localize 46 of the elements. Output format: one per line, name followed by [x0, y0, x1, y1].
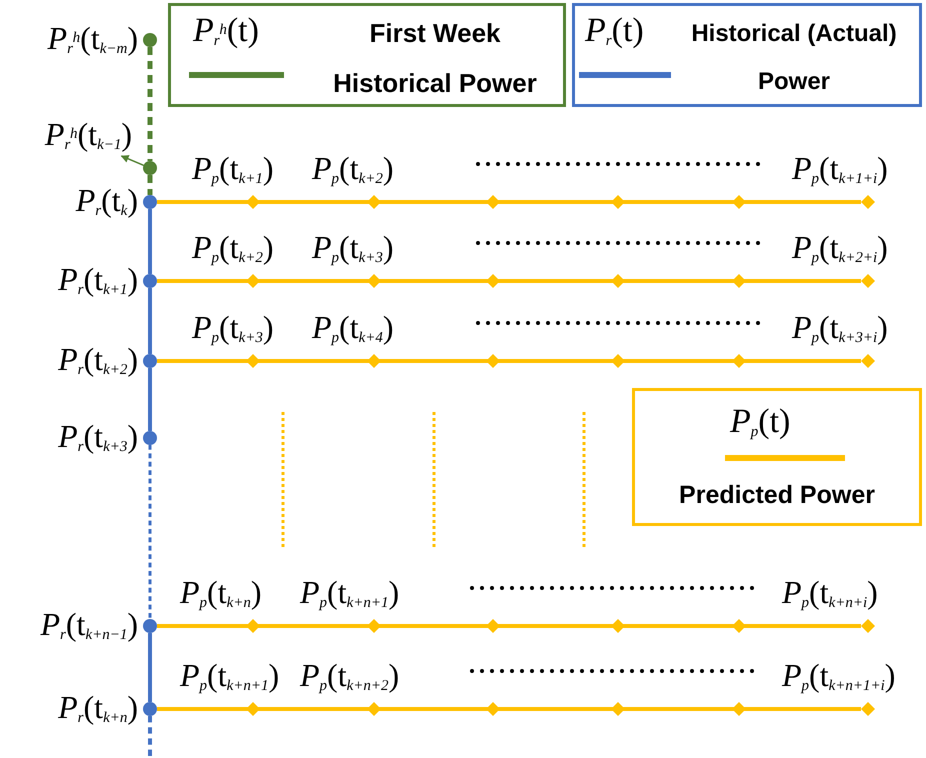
point-label: P$_{r}$(t$_{k+n}$): [58, 691, 138, 723]
timeline-line: [148, 175, 152, 195]
timeline-line: [148, 716, 152, 756]
legend-text: Predicted Power: [678, 480, 876, 511]
prediction-label: P$_{p}$(t$_{k+n+1+i}$): [782, 659, 896, 691]
legend-text: First Week Historical Power: [332, 17, 538, 100]
prediction-label: P$_{p}$(t$_{k+2}$): [192, 231, 274, 263]
formula-label: P$_{r}$(t): [585, 14, 644, 48]
timeline-line: [148, 47, 152, 161]
formula-label: P$_{r}$$^{h}$(t): [193, 14, 259, 48]
point-label: P$_{r}$$^{h}$(t$_{k−1}$): [44, 118, 132, 150]
timeline-line: [148, 209, 152, 274]
prediction-label: P$_{p}$(t$_{k+n+1}$): [300, 576, 400, 608]
point-label: P$_{r}$(t$_{k+2}$): [58, 343, 138, 375]
point-label: P$_{r}$(t$_{k+1}$): [58, 263, 138, 295]
prediction-label: P$_{p}$(t$_{k+3+i}$): [792, 311, 888, 343]
legend-box: [572, 3, 922, 107]
point-label: P$_{r}$$^{h}$(t$_{k−m}$): [48, 22, 138, 54]
prediction-line: [157, 359, 861, 363]
prediction-line: [157, 624, 861, 628]
point-label: P$_{r}$(t$_{k}$): [76, 184, 138, 216]
prediction-label: P$_{p}$(t$_{k+4}$): [312, 311, 394, 343]
point-label: P$_{r}$(t$_{k+n−1}$): [40, 608, 138, 640]
prediction-label: P$_{p}$(t$_{k+3}$): [312, 231, 394, 263]
prediction-label: P$_{p}$(t$_{k+2}$): [312, 152, 394, 184]
legend-box: [168, 3, 566, 107]
prediction-label: P$_{p}$(t$_{k+1}$): [192, 152, 274, 184]
prediction-label: P$_{p}$(t$_{k+n+2}$): [300, 659, 400, 691]
leader-line: [120, 155, 144, 166]
timeline-line: [148, 368, 152, 431]
legend-box: [632, 388, 922, 526]
point-label: P$_{r}$(t$_{k+3}$): [58, 420, 138, 452]
prediction-label: P$_{p}$(t$_{k+n}$): [180, 576, 262, 608]
legend-text: Historical (Actual) Power: [690, 19, 898, 97]
timeline-line: [148, 633, 152, 702]
formula-label: P$_{p}$(t): [730, 405, 790, 439]
prediction-label: P$_{p}$(t$_{k+2+i}$): [792, 231, 888, 263]
timeline-line: [148, 445, 152, 619]
prediction-label: P$_{p}$(t$_{k+n+1}$): [180, 659, 280, 691]
timeline-line: [148, 288, 152, 354]
prediction-line: [157, 707, 861, 711]
prediction-line: [157, 279, 861, 283]
prediction-line: [157, 200, 861, 204]
prediction-label: P$_{p}$(t$_{k+3}$): [192, 311, 274, 343]
prediction-label: P$_{p}$(t$_{k+1+i}$): [792, 152, 888, 184]
prediction-label: P$_{p}$(t$_{k+n+i}$): [782, 576, 878, 608]
